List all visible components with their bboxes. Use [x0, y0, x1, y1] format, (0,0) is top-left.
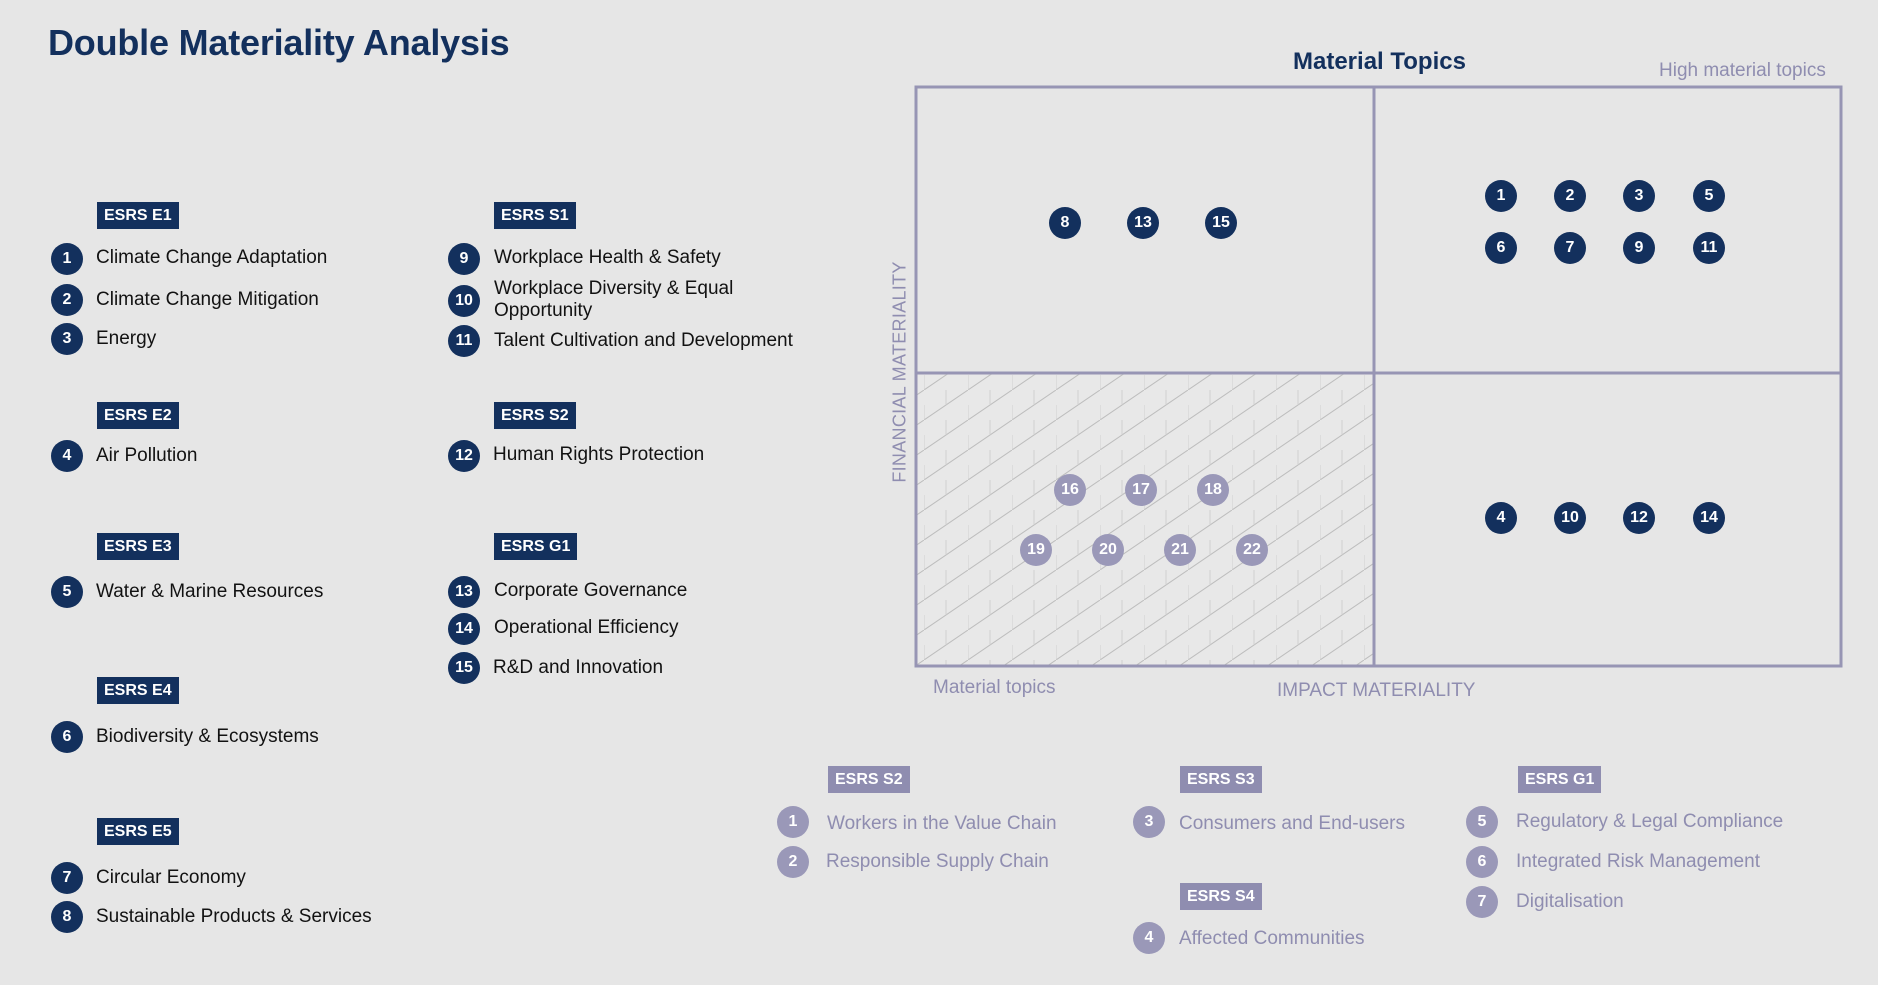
bottom-legend-number: 4 [1133, 922, 1165, 954]
bottom-legend-label: Consumers and End-users [1179, 813, 1405, 834]
legend-badge-e2: ESRS E2 [97, 402, 179, 429]
legend-badge-s1: ESRS S1 [494, 202, 576, 229]
topic-marker: 14 [1693, 502, 1725, 534]
legend-number: 4 [51, 440, 83, 472]
legend-number: 1 [51, 243, 83, 275]
legend-badge-e4: ESRS E4 [97, 677, 179, 704]
legend-label: Workplace Health & Safety [494, 247, 721, 268]
legend-badge-g1: ESRS G1 [494, 533, 578, 560]
topic-marker: 7 [1554, 232, 1586, 264]
legend-number: 8 [51, 901, 83, 933]
bottom-legend-number: 2 [777, 846, 809, 878]
bottom-legend-badge-g1: ESRS G1 [1518, 766, 1602, 793]
legend-number: 2 [51, 284, 83, 316]
legend-label: Biodiversity & Ecosystems [96, 726, 319, 747]
topic-marker: 15 [1205, 207, 1237, 239]
topic-marker-light: 16 [1054, 474, 1086, 506]
legend-number: 13 [448, 576, 480, 608]
bottom-legend-number: 5 [1466, 806, 1498, 838]
bottom-legend-badge-s2: ESRS S2 [828, 766, 910, 793]
legend-label: R&D and Innovation [493, 657, 664, 678]
material-topics-label: Material topics [933, 677, 1056, 698]
bottom-legend-badge-s4: ESRS S4 [1180, 883, 1262, 910]
legend-number: 12 [448, 440, 480, 472]
bottom-legend-label: Regulatory & Legal Compliance [1516, 811, 1784, 832]
legend-number: 6 [51, 721, 83, 753]
bottom-legend-number: 7 [1466, 886, 1498, 918]
legend-badge-e3: ESRS E3 [97, 533, 179, 560]
topic-marker-light: 19 [1020, 534, 1052, 566]
legend-badge-e5: ESRS E5 [97, 818, 179, 845]
legend-number: 14 [448, 613, 480, 645]
legend-label-continued: Opportunity [494, 300, 593, 321]
legend-number: 10 [448, 285, 480, 317]
page-title: Double Materiality Analysis [48, 22, 510, 63]
legend-number: 9 [448, 243, 480, 275]
matrix-title: Material Topics [1293, 48, 1466, 75]
legend-label: Corporate Governance [494, 580, 688, 601]
legend-label: Circular Economy [96, 867, 246, 888]
high-material-topics-label: High material topics [1659, 60, 1826, 81]
topic-marker: 1 [1485, 180, 1517, 212]
legend-number: 3 [51, 323, 83, 355]
legend-label: Energy [96, 328, 157, 349]
legend-label: Workplace Diversity & Equal [494, 278, 734, 299]
topic-marker: 6 [1485, 232, 1517, 264]
bottom-legend-number: 1 [777, 806, 809, 838]
hatched-quadrant [916, 373, 1374, 666]
legend-badge-s2: ESRS S2 [494, 402, 576, 429]
topic-marker: 13 [1127, 207, 1159, 239]
bottom-legend-label: Responsible Supply Chain [826, 851, 1049, 872]
legend-number: 15 [448, 652, 480, 684]
legend-label: Human Rights Protection [493, 444, 705, 465]
bottom-legend-label: Affected Communities [1179, 928, 1365, 949]
topic-marker: 9 [1623, 232, 1655, 264]
topic-marker: 4 [1485, 502, 1517, 534]
legend-label: Sustainable Products & Services [96, 906, 372, 927]
legend-label: Air Pollution [96, 445, 198, 466]
topic-marker-light: 18 [1197, 474, 1229, 506]
legend-number: 7 [51, 862, 83, 894]
legend-label: Operational Efficiency [494, 617, 679, 638]
bottom-legend-label: Digitalisation [1516, 891, 1624, 912]
topic-marker: 11 [1693, 232, 1725, 264]
legend-badge-e1: ESRS E1 [97, 202, 179, 229]
legend-label: Talent Cultivation and Development [494, 330, 793, 351]
topic-marker-light: 17 [1125, 474, 1157, 506]
topic-marker: 5 [1693, 180, 1725, 212]
topic-marker: 8 [1049, 207, 1081, 239]
topic-marker: 3 [1623, 180, 1655, 212]
legend-number: 11 [448, 325, 480, 357]
topic-marker-light: 22 [1236, 534, 1268, 566]
x-axis-label: IMPACT MATERIALITY [1277, 680, 1476, 701]
topic-marker: 2 [1554, 180, 1586, 212]
bottom-legend-badge-s3: ESRS S3 [1180, 766, 1262, 793]
legend-label: Water & Marine Resources [96, 581, 324, 602]
legend-label: Climate Change Adaptation [96, 247, 328, 268]
legend-label: Climate Change Mitigation [96, 289, 319, 310]
bottom-legend-label: Workers in the Value Chain [827, 813, 1057, 834]
topic-marker-light: 20 [1092, 534, 1124, 566]
bottom-legend-label: Integrated Risk Management [1516, 851, 1760, 872]
legend-number: 5 [51, 576, 83, 608]
topic-marker: 10 [1554, 502, 1586, 534]
topic-marker: 12 [1623, 502, 1655, 534]
topic-marker-light: 21 [1164, 534, 1196, 566]
bottom-legend-number: 6 [1466, 846, 1498, 878]
bottom-legend-number: 3 [1133, 806, 1165, 838]
matrix-border [914, 85, 1843, 668]
